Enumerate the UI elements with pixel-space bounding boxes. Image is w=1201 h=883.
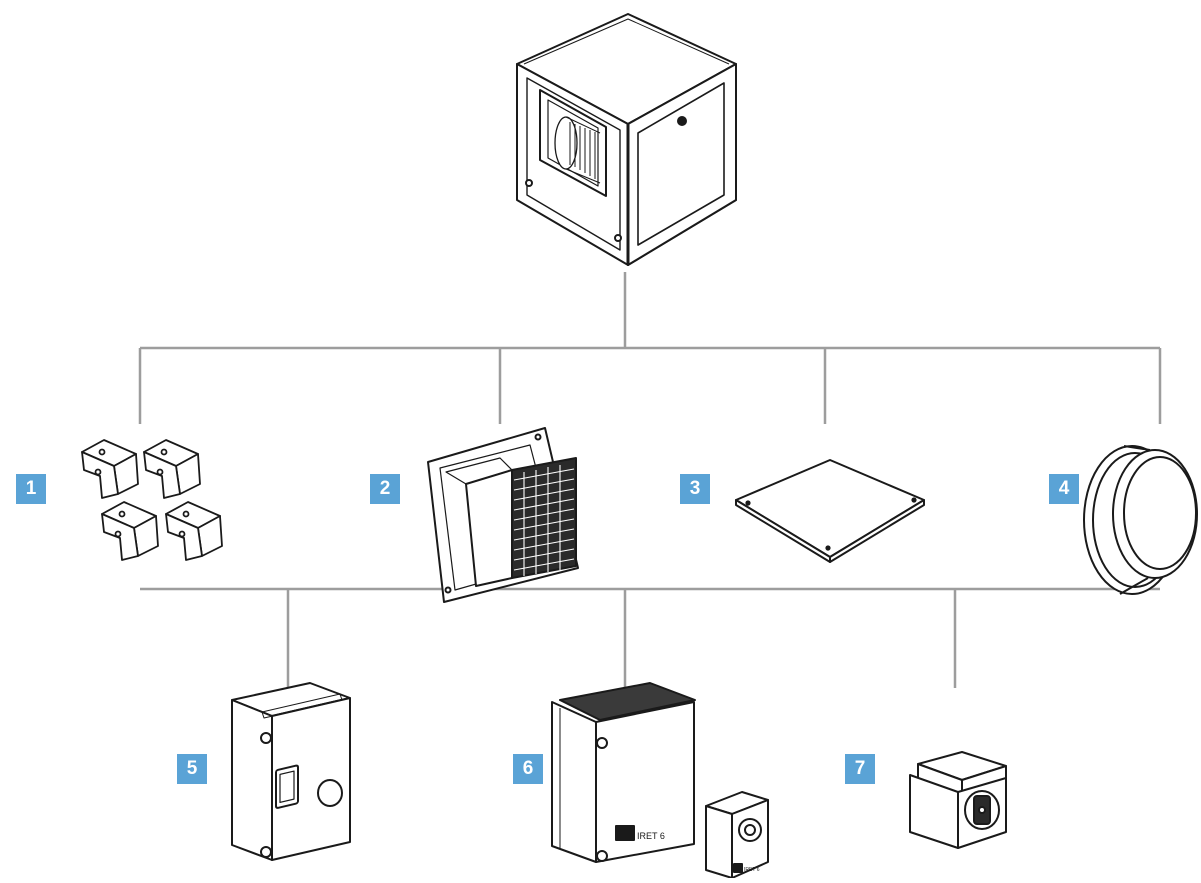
connector-lines (138, 272, 1162, 688)
switch-box-icon (231, 682, 351, 861)
iret-label-main: IRET 6 (637, 831, 665, 841)
mounting-brackets-icon (81, 439, 223, 561)
accessory-number-badge-4: 4 (1049, 474, 1079, 504)
accessory-number-badge-6: 6 (513, 754, 543, 784)
fan-cabinet-icon (516, 13, 737, 266)
rotary-isolator-icon (909, 751, 1007, 849)
rain-hood-grille-icon (427, 427, 579, 603)
accessory-number-badge-3: 3 (680, 474, 710, 504)
accessory-number-badge-1: 1 (16, 474, 46, 504)
flat-panel-icon (735, 459, 925, 563)
circular-flange-icon (1083, 445, 1198, 595)
speed-controller-icon: IRET 6 IRET 6 (551, 682, 769, 879)
accessory-number-badge-7: 7 (845, 754, 875, 784)
accessory-number-badge-2: 2 (370, 474, 400, 504)
accessory-number-badge-5: 5 (177, 754, 207, 784)
iret-label-small: IRET 6 (744, 867, 760, 873)
